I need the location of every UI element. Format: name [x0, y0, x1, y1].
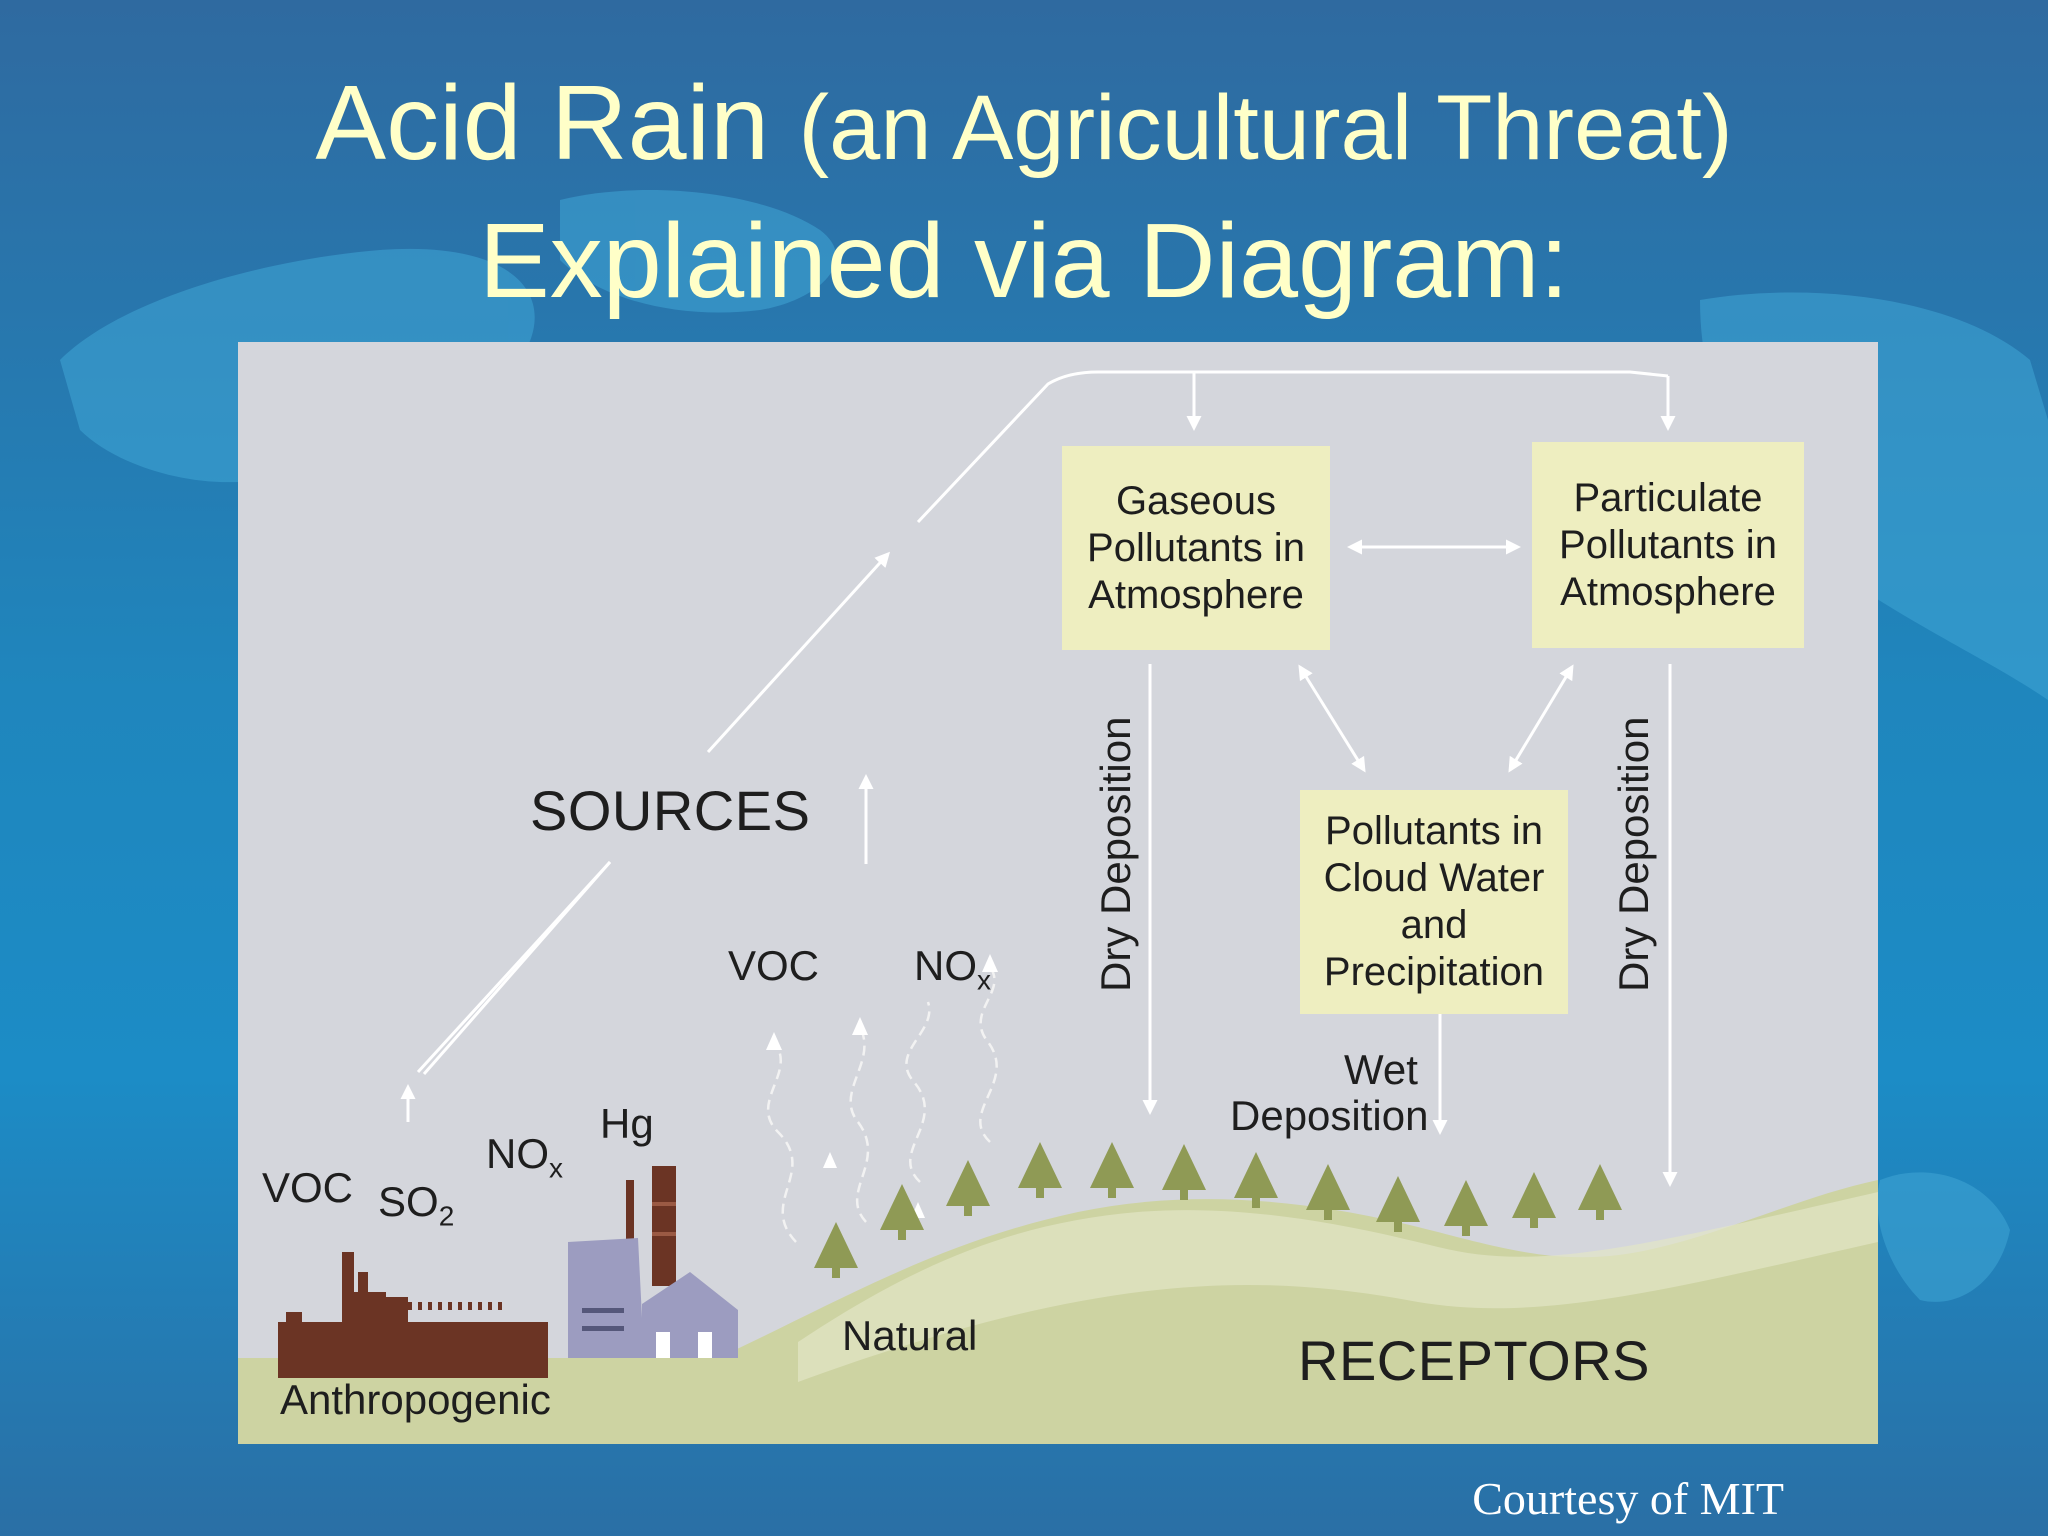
diagram-graphics — [238, 370, 1878, 1444]
so2-text: SO — [378, 1178, 439, 1225]
natural-nox-text: NO — [914, 942, 977, 989]
title-parenthetical: (an Agricultural Threat) — [798, 77, 1733, 179]
receptors-label: RECEPTORS — [1298, 1329, 1650, 1392]
receptor-trees — [814, 1142, 1622, 1278]
anthro-nox-label: NOx — [486, 1130, 563, 1184]
natural-nox-label: NOx — [914, 942, 991, 996]
factory-icon — [278, 1252, 548, 1378]
cloud-water-precipitation-box: Pollutants in Cloud Water and Precipitat… — [1300, 790, 1568, 1014]
sources-label: SOURCES — [530, 779, 811, 842]
wet-deposition-label-line1: Wet — [1344, 1046, 1418, 1093]
wet-deposition-label-line2: Deposition — [1230, 1092, 1429, 1139]
natural-voc-label: VOC — [728, 942, 820, 989]
plume-arrowheads — [766, 954, 998, 1218]
natural-emission-plumes — [766, 966, 998, 1243]
natural-label: Natural — [842, 1312, 978, 1359]
title-main: Acid Rain — [315, 64, 770, 182]
ground-highlight — [798, 1192, 1878, 1382]
ground-hills — [238, 1180, 1878, 1444]
anthropogenic-label: Anthropogenic — [280, 1376, 551, 1423]
slide-title-line-1: Acid Rain (an Agricultural Threat) — [0, 70, 2048, 176]
particulate-cloud-exchange — [1508, 664, 1574, 773]
dry-deposition-left-label: Dry Deposition — [1092, 716, 1139, 992]
slide-title-line-2: Explained via Diagram: — [479, 202, 1569, 320]
acid-rain-diagram: Gaseous Pollutants in Atmosphere Particu… — [238, 342, 1878, 1444]
gaseous-pollutants-box: Gaseous Pollutants in Atmosphere — [1062, 446, 1330, 650]
credit-text: Courtesy of MIT — [1472, 1473, 1784, 1524]
anthro-nox-text: NO — [486, 1130, 549, 1177]
power-plant-icon — [568, 1166, 738, 1358]
dry-deposition-right-label: Dry Deposition — [1610, 716, 1657, 992]
so2-subscript: 2 — [438, 1200, 455, 1232]
atmosphere-top-line — [916, 370, 1669, 524]
anthro-voc-label: VOC — [262, 1164, 354, 1211]
particulate-pollutants-box: Particulate Pollutants in Atmosphere — [1532, 442, 1804, 648]
sources-lower-line — [422, 861, 612, 1075]
so2-label: SO2 — [378, 1178, 454, 1232]
hg-label: Hg — [600, 1100, 654, 1147]
gaseous-cloud-exchange — [1298, 664, 1366, 773]
anthro-nox-subscript: x — [549, 1152, 563, 1184]
natural-nox-subscript: x — [977, 964, 991, 996]
sources-upper-line — [706, 551, 891, 754]
